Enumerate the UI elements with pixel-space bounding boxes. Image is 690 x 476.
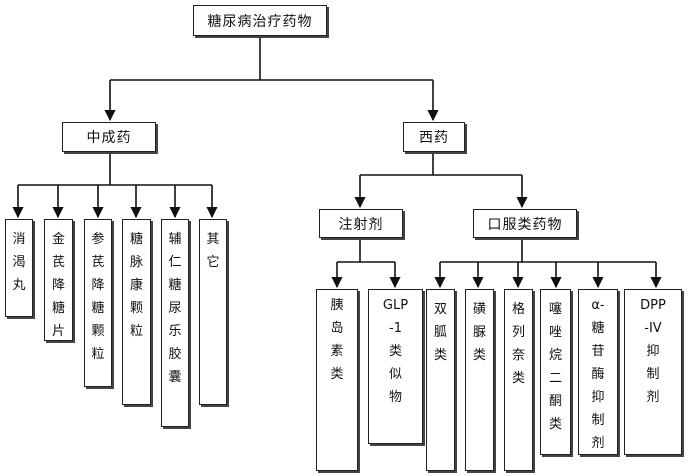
tcm-item: 消 渴 丸 (5, 219, 33, 317)
tcm-item-label: 参 芪 降 糖 颗 粒 (91, 232, 105, 362)
oral-item-label: DPP -IV 抑 制 剂 (640, 298, 666, 405)
tcm-item-label: 糖 脉 康 颗 粒 (129, 232, 143, 339)
oral-item: DPP -IV 抑 制 剂 (624, 289, 682, 455)
tcm-item: 辅 仁 糖 尿 乐 胶 囊 (161, 219, 189, 427)
western-branch-node: 西药 (403, 122, 465, 152)
oral-item: 噻 唑 烷 二 酮 类 (540, 289, 571, 455)
root-label: 糖尿病治疗药物 (207, 13, 313, 30)
oral-item: α- 糖 苷 酶 抑 制 剂 (578, 289, 618, 455)
oral-item: 磺 脲 类 (465, 289, 494, 471)
tcm-item: 金 芪 降 糖 片 (44, 219, 73, 341)
root-node: 糖尿病治疗药物 (193, 5, 327, 36)
oral-item-label: 磺 脲 类 (472, 302, 486, 363)
tcm-item-label: 消 渴 丸 (12, 232, 26, 293)
western-branch-label: 西药 (419, 130, 449, 146)
tcm-item-label: 金 芪 降 糖 片 (51, 232, 65, 339)
injection-item: 胰 岛 素 类 (316, 289, 358, 471)
oral-item: 格 列 奈 类 (504, 289, 533, 471)
injection-group-node: 注射剂 (319, 209, 403, 238)
oral-item-label: 格 列 奈 类 (511, 302, 525, 386)
tcm-item: 参 芪 降 糖 颗 粒 (84, 219, 112, 387)
tcm-branch-label: 中成药 (86, 130, 132, 146)
tcm-item: 其 它 (199, 219, 227, 405)
oral-item-label: 噻 唑 烷 二 酮 类 (548, 302, 562, 432)
tcm-item-label: 辅 仁 糖 尿 乐 胶 囊 (168, 232, 182, 385)
injection-item-label: 胰 岛 素 类 (330, 298, 344, 382)
oral-item: 双 胍 类 (426, 289, 455, 471)
tcm-branch-node: 中成药 (62, 122, 156, 152)
injection-item: GLP -1 类 似 物 (368, 289, 423, 444)
oral-item-label: 双 胍 类 (433, 302, 447, 363)
injection-item-label: GLP -1 类 似 物 (382, 298, 409, 405)
injection-group-label: 注射剂 (338, 216, 384, 233)
oral-item-label: α- 糖 苷 酶 抑 制 剂 (591, 298, 605, 451)
tcm-item-label: 其 它 (206, 232, 220, 270)
oral-group-node: 口服类药物 (473, 209, 577, 238)
oral-group-label: 口服类药物 (487, 216, 563, 233)
tcm-item: 糖 脉 康 颗 粒 (122, 219, 151, 405)
